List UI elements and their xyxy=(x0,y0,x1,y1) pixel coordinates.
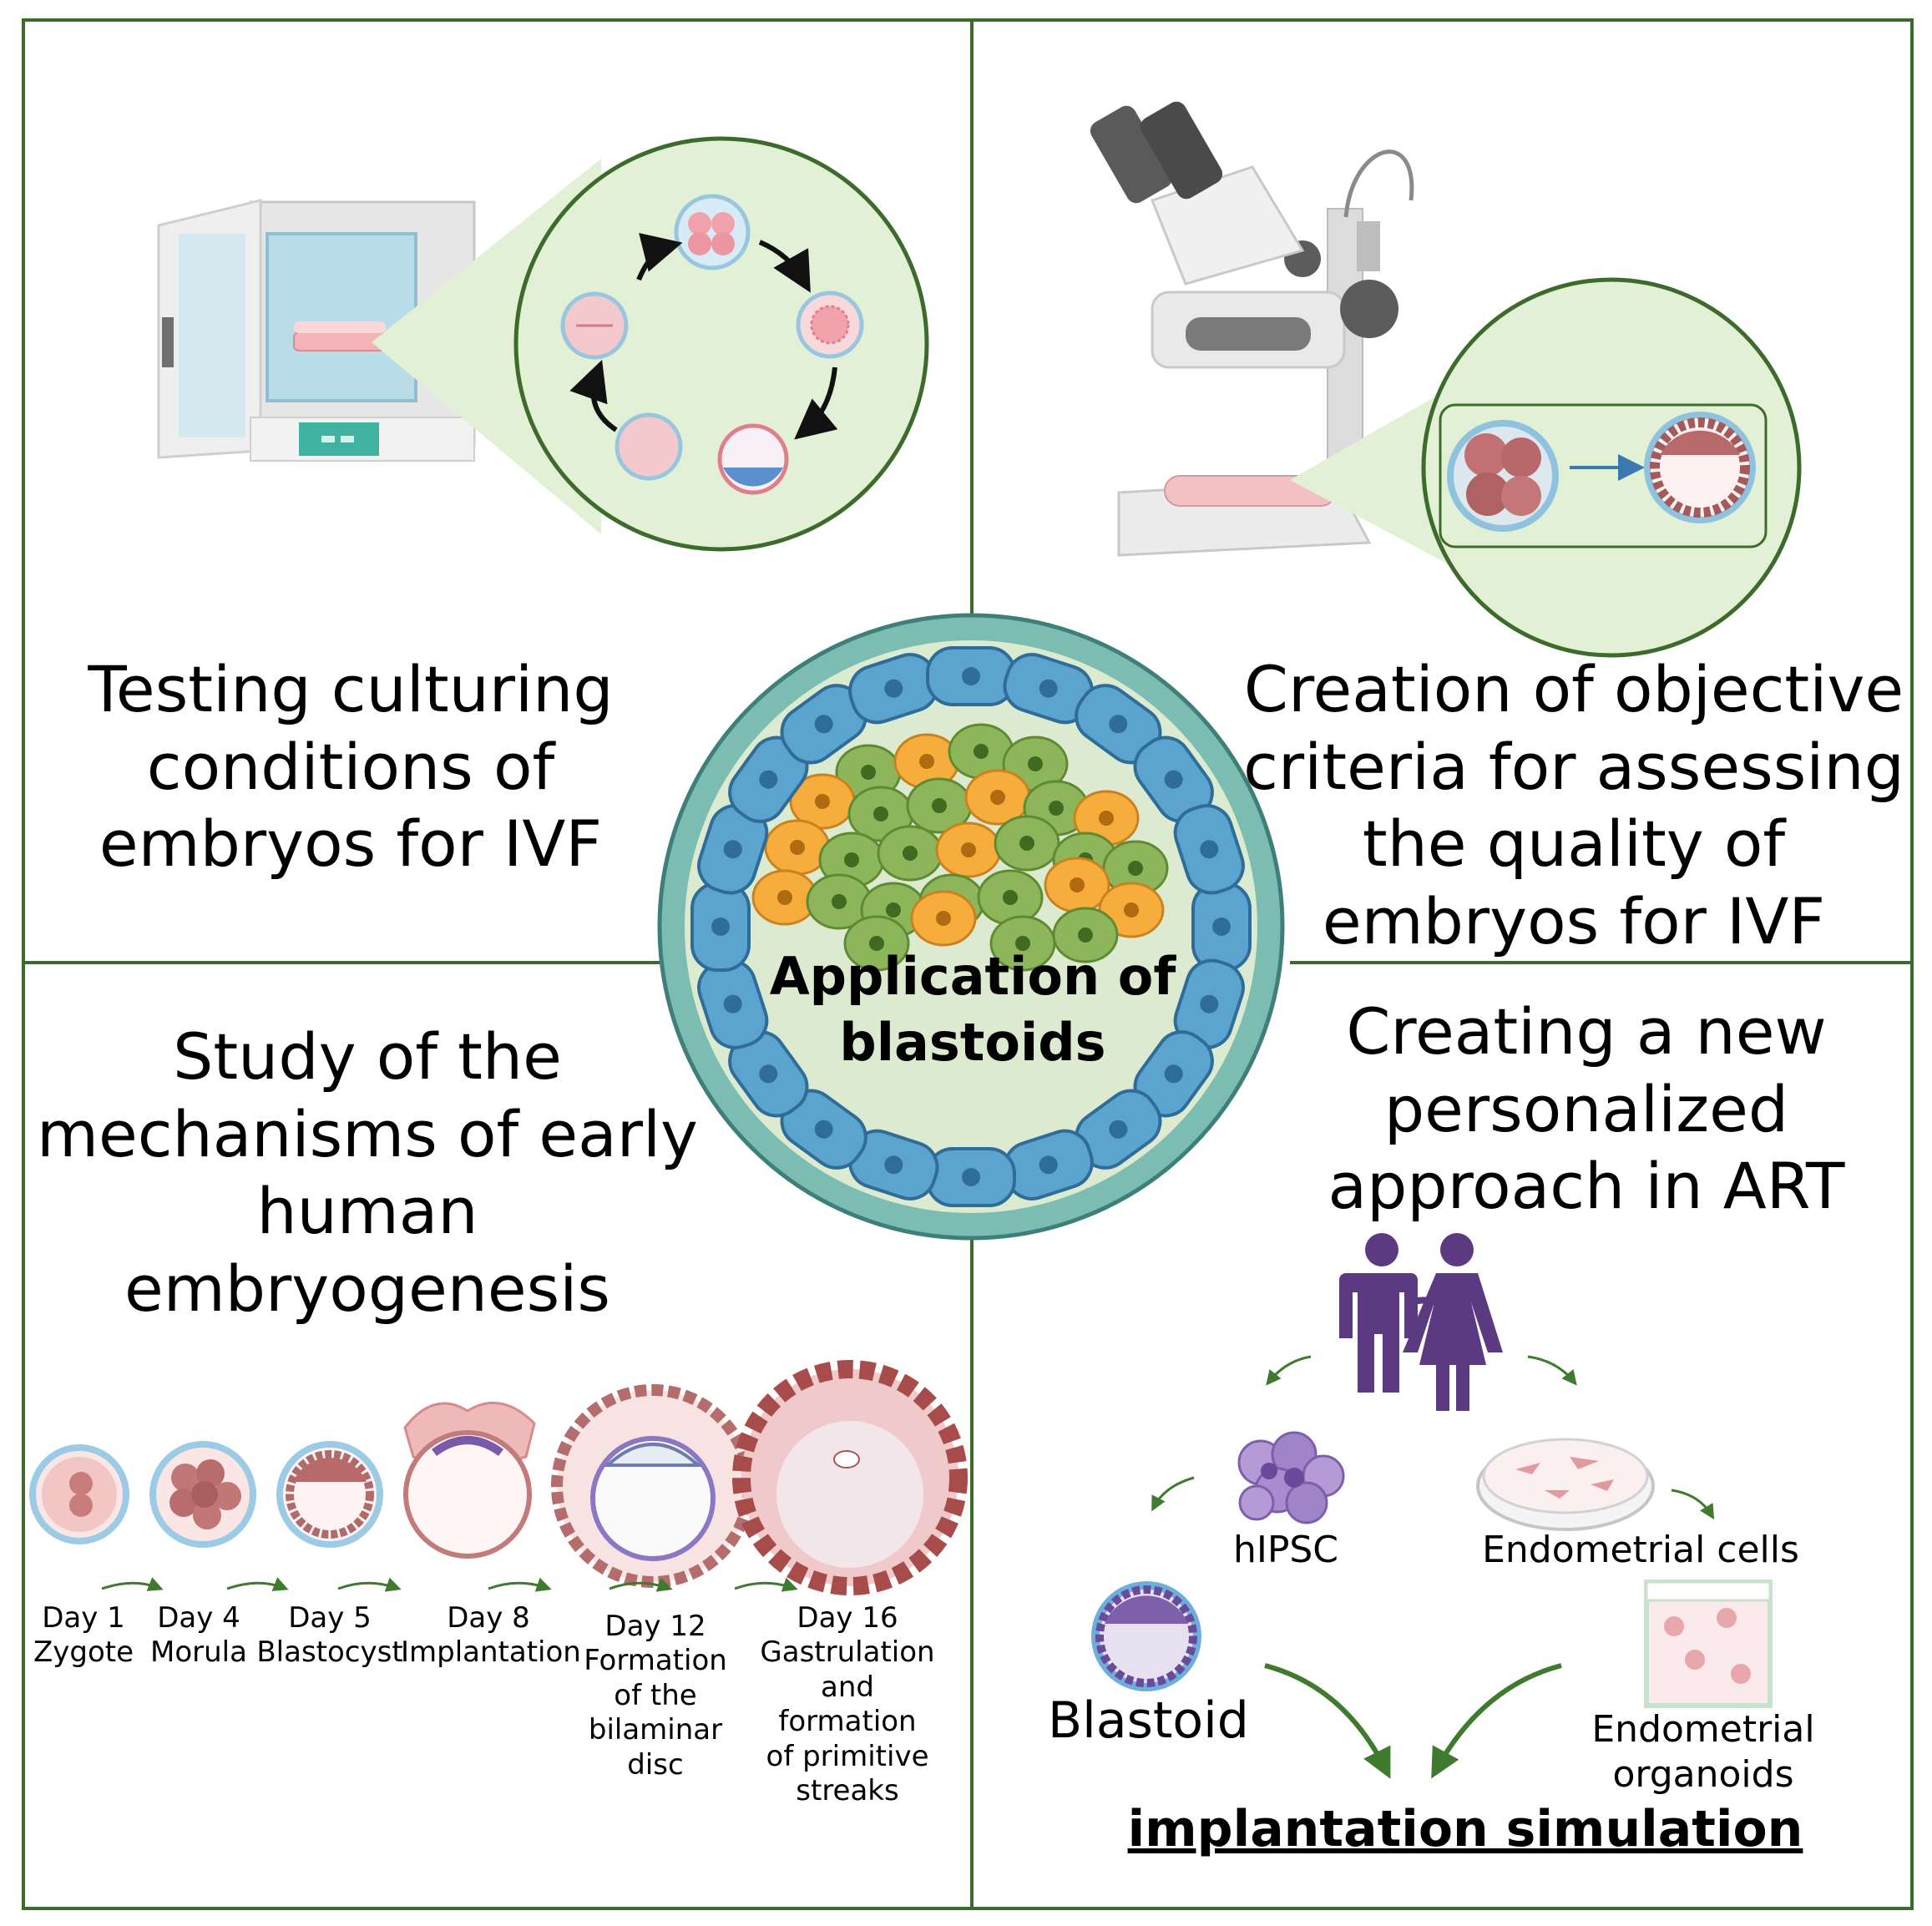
trophectoderm-cell xyxy=(1173,804,1245,895)
bottom-right-title: Creating a new personalized approach in … xyxy=(1328,994,1845,1224)
incubator-illustration xyxy=(157,199,476,462)
cell-nucleus xyxy=(1028,756,1043,771)
cell-nucleus xyxy=(790,840,805,855)
stage-label-day8: Day 8 Implantation xyxy=(401,1601,581,1670)
cell-nucleus xyxy=(861,765,876,780)
cell-nucleus xyxy=(1070,877,1085,892)
cell-nucleus xyxy=(903,846,918,861)
cell-nucleus xyxy=(815,794,830,809)
stage-arrows xyxy=(101,1577,798,1592)
trophectoderm-cell xyxy=(926,646,1016,706)
implantation-simulation-label: implantation simulation xyxy=(1127,1800,1803,1858)
trophectoderm-ring xyxy=(690,646,1252,1207)
couple-arrow-right xyxy=(1527,1355,1577,1386)
trophectoderm-cell xyxy=(690,882,751,972)
cell-nucleus xyxy=(919,754,934,769)
hipsc-cluster-icon xyxy=(1237,1431,1345,1524)
cell-nucleus xyxy=(844,852,859,867)
cell-nucleus xyxy=(1003,890,1018,905)
cell-nucleus xyxy=(1019,836,1034,851)
cells-arrow xyxy=(1671,1489,1715,1520)
endometrial-cells-label: Endometrial cells xyxy=(1482,1529,1799,1571)
gastrulation-icon xyxy=(732,1360,968,1595)
stage-label-day4: Day 4 Morula xyxy=(150,1601,247,1670)
hipsc-label: hIPSC xyxy=(1232,1529,1339,1571)
couple-arrow-left xyxy=(1266,1355,1312,1386)
trophectoderm-cell xyxy=(848,653,939,725)
couple-icon xyxy=(1339,1233,1503,1411)
embryo-comparison-icon xyxy=(1447,412,1756,532)
top-left-title: Testing culturing conditions of embryos … xyxy=(88,652,614,882)
stage-label-day1: Day 1 Zygote xyxy=(33,1601,134,1670)
cell-nucleus xyxy=(990,790,1005,805)
trophectoderm-cell xyxy=(1133,1030,1214,1118)
blastoid-label: Blastoid xyxy=(1048,1691,1249,1750)
cell-nucleus xyxy=(936,911,951,926)
cell-nucleus xyxy=(1099,811,1114,826)
organoid-well-icon xyxy=(1644,1580,1773,1708)
hipsc-arrow xyxy=(1151,1476,1195,1512)
cell-nucleus xyxy=(932,798,947,813)
blastocyst-icon xyxy=(276,1441,383,1548)
cell-nucleus xyxy=(1015,936,1030,951)
cell-nucleus xyxy=(832,894,847,909)
microscope-magnifier xyxy=(1290,277,1802,658)
zygote-icon xyxy=(29,1444,129,1544)
cell-nucleus xyxy=(777,890,792,905)
blastoid-arrow xyxy=(1264,1663,1391,1779)
embryo-cycle-icon xyxy=(560,194,864,495)
trophectoderm-cell xyxy=(780,684,867,765)
frame xyxy=(22,18,1914,1910)
bilaminar-disc-icon xyxy=(551,1384,755,1588)
microscope-illustration xyxy=(1090,101,1414,557)
blastoid-small-icon xyxy=(1091,1581,1201,1691)
cell-nucleus xyxy=(886,902,901,918)
center-title: Application of blastoids xyxy=(769,946,1176,1074)
cell-nucleus xyxy=(1078,928,1093,943)
petri-dish-icon xyxy=(1476,1438,1655,1531)
cell-nucleus xyxy=(1049,801,1064,816)
inner-cell-mass xyxy=(751,723,1169,972)
stage-label-day12: Day 12 Formation of the bilaminar disc xyxy=(584,1610,727,1782)
implantation-icon xyxy=(403,1401,536,1559)
cell-nucleus xyxy=(961,842,976,857)
bottom-left-title: Study of the mechanisms of early human e… xyxy=(36,1019,699,1327)
cell-nucleus xyxy=(1124,902,1139,918)
central-blastoid xyxy=(657,613,1285,1241)
incubator-magnifier xyxy=(372,136,929,552)
stage-label-day16: Day 16 Gastrulation and formation of pri… xyxy=(760,1601,935,1808)
cell-nucleus xyxy=(1128,861,1143,876)
cell-nucleus xyxy=(873,806,888,821)
cell-nucleus xyxy=(974,744,989,759)
morula-icon xyxy=(149,1441,256,1548)
top-right-title: Creation of objective criteria for asses… xyxy=(1243,652,1904,959)
trophectoderm-cell xyxy=(926,1147,1016,1207)
cell-nucleus xyxy=(869,936,884,951)
stage-label-day5: Day 5 Blastocyst xyxy=(256,1601,403,1670)
organoid-arrow xyxy=(1431,1663,1562,1779)
endometrial-organoids-label: Endometrial organoids xyxy=(1591,1708,1815,1796)
development-stages xyxy=(29,1360,968,1595)
trophectoderm-cell xyxy=(1003,653,1094,725)
